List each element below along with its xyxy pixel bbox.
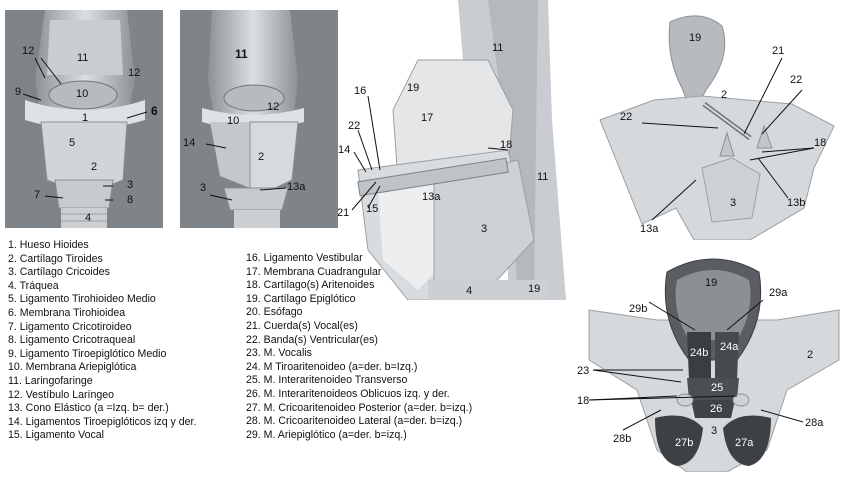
legend-item: 12. Vestíbulo Laríngeo (8, 389, 196, 403)
label-3: 3 (711, 426, 717, 437)
label-27b: 27b (675, 438, 693, 449)
label-22: 22 (348, 121, 360, 132)
label-22-left: 22 (620, 112, 632, 123)
label-9: 9 (15, 87, 21, 98)
label-28a: 28a (805, 418, 823, 429)
label-19-bottom: 19 (528, 284, 540, 295)
label-17: 17 (421, 113, 433, 124)
legend-list-left: 1. Hueso Hioides 2. Cartílago Tiroides 3… (8, 239, 196, 443)
label-11-right: 11 (537, 172, 548, 183)
panel-superior-view: 19 21 22 2 22 18 3 13a 13b (582, 8, 844, 240)
label-23: 23 (577, 366, 589, 377)
legend-item: 13. Cono Elástico (a =Izq. b= der.) (8, 402, 196, 416)
label-13a: 13a (287, 182, 305, 193)
label-18: 18 (577, 396, 589, 407)
legend-item: 2. Cartílago Tiroides (8, 253, 196, 267)
legend-item: 7. Ligamento Cricotiroideo (8, 321, 196, 335)
legend-item: 21. Cuerda(s) Vocal(es) (246, 320, 472, 334)
label-22-right: 22 (790, 75, 802, 86)
label-2: 2 (721, 90, 727, 101)
label-19: 19 (705, 278, 717, 289)
panel-posterior-muscle-view: 19 29b 29a 24b 24a 2 23 25 18 26 28b 28a… (577, 250, 849, 472)
label-14: 14 (183, 138, 195, 149)
label-18: 18 (500, 140, 512, 151)
legend-item: 8. Ligamento Cricotraqueal (8, 334, 196, 348)
label-2: 2 (91, 162, 97, 173)
label-3: 3 (127, 180, 133, 191)
legend-item: 6. Membrana Tirohioidea (8, 307, 196, 321)
label-21: 21 (772, 46, 784, 57)
label-13a: 13a (422, 192, 440, 203)
label-2: 2 (258, 152, 264, 163)
label-10: 10 (227, 116, 239, 127)
label-3: 3 (730, 198, 736, 209)
label-16: 16 (354, 86, 366, 97)
label-28b: 28b (613, 434, 631, 445)
label-12-left: 12 (22, 46, 34, 57)
label-11: 11 (77, 53, 88, 64)
label-18: 18 (814, 138, 826, 149)
legend-item: 19. Cartílago Epiglótico (246, 293, 472, 307)
legend-item: 1. Hueso Hioides (8, 239, 196, 253)
label-11-top: 11 (492, 43, 503, 54)
label-3: 3 (481, 224, 487, 235)
legend-item: 16. Ligamento Vestibular (246, 252, 472, 266)
label-11: 11 (235, 48, 248, 60)
legend-item: 11. Laringofaringe (8, 375, 196, 389)
label-26: 26 (710, 404, 722, 415)
label-25: 25 (711, 383, 723, 394)
label-8: 8 (127, 195, 133, 206)
legend-item: 27. M. Cricoaritenoideo Posterior (a=der… (246, 402, 472, 416)
label-24b: 24b (690, 348, 708, 359)
legend-item: 25. M. Interaritenoideo Transverso (246, 374, 472, 388)
label-10: 10 (76, 89, 88, 100)
panel-anterior-cut-view: 11 12 10 14 2 3 13a (180, 10, 339, 228)
legend-item: 24. M Tiroaritenoideo (a=der. b=Izq.) (246, 361, 472, 375)
label-13b: 13b (787, 198, 805, 209)
legend-item: 26. M. Interaritenoideos Oblicuos izq. y… (246, 388, 472, 402)
legend-item: 20. Esófago (246, 306, 472, 320)
legend-item: 28. M. Cricoaritenoideo Lateral (a=der. … (246, 415, 472, 429)
legend-list-right: 16. Ligamento Vestibular 17. Membrana Cu… (246, 252, 472, 442)
legend-item: 9. Ligamento Tiroepiglótico Medio (8, 348, 196, 362)
label-27a: 27a (735, 438, 753, 449)
label-4: 4 (85, 213, 91, 224)
label-29a: 29a (769, 288, 787, 299)
label-6: 6 (151, 105, 158, 117)
legend-item: 5. Ligamento Tirohioideo Medio (8, 293, 196, 307)
label-3: 3 (200, 183, 206, 194)
legend-item: 18. Cartílago(s) Aritenoides (246, 279, 472, 293)
label-2: 2 (807, 350, 813, 361)
label-12: 12 (267, 102, 279, 113)
label-19: 19 (407, 83, 419, 94)
label-12-right: 12 (128, 68, 140, 79)
legend-item: 14. Ligamentos Tiroepiglóticos izq y der… (8, 416, 196, 430)
legend-item: 4. Tráquea (8, 280, 196, 294)
label-1: 1 (82, 113, 88, 124)
label-14: 14 (338, 145, 350, 156)
legend-item: 23. M. Vocalis (246, 347, 472, 361)
label-15: 15 (366, 204, 378, 215)
larynx-anterior-cut-illustration (180, 10, 339, 228)
legend-item: 22. Banda(s) Ventricular(es) (246, 334, 472, 348)
label-19: 19 (689, 33, 701, 44)
legend-item: 17. Membrana Cuadrangular (246, 266, 472, 280)
panel-anterior-view: 11 12 12 9 10 1 6 5 2 3 7 8 4 (5, 10, 163, 228)
legend-item: 10. Membrana Ariepiglótica (8, 361, 196, 375)
label-13a: 13a (640, 224, 658, 235)
legend-item: 3. Cartílago Cricoides (8, 266, 196, 280)
label-5: 5 (69, 138, 75, 149)
label-29b: 29b (629, 304, 647, 315)
legend-item: 29. M. Ariepiglótico (a=der. b=izq.) (246, 429, 472, 443)
label-24a: 24a (720, 342, 738, 353)
legend-item: 15. Ligamento Vocal (8, 429, 196, 443)
label-7: 7 (34, 190, 40, 201)
label-21: 21 (338, 208, 349, 219)
